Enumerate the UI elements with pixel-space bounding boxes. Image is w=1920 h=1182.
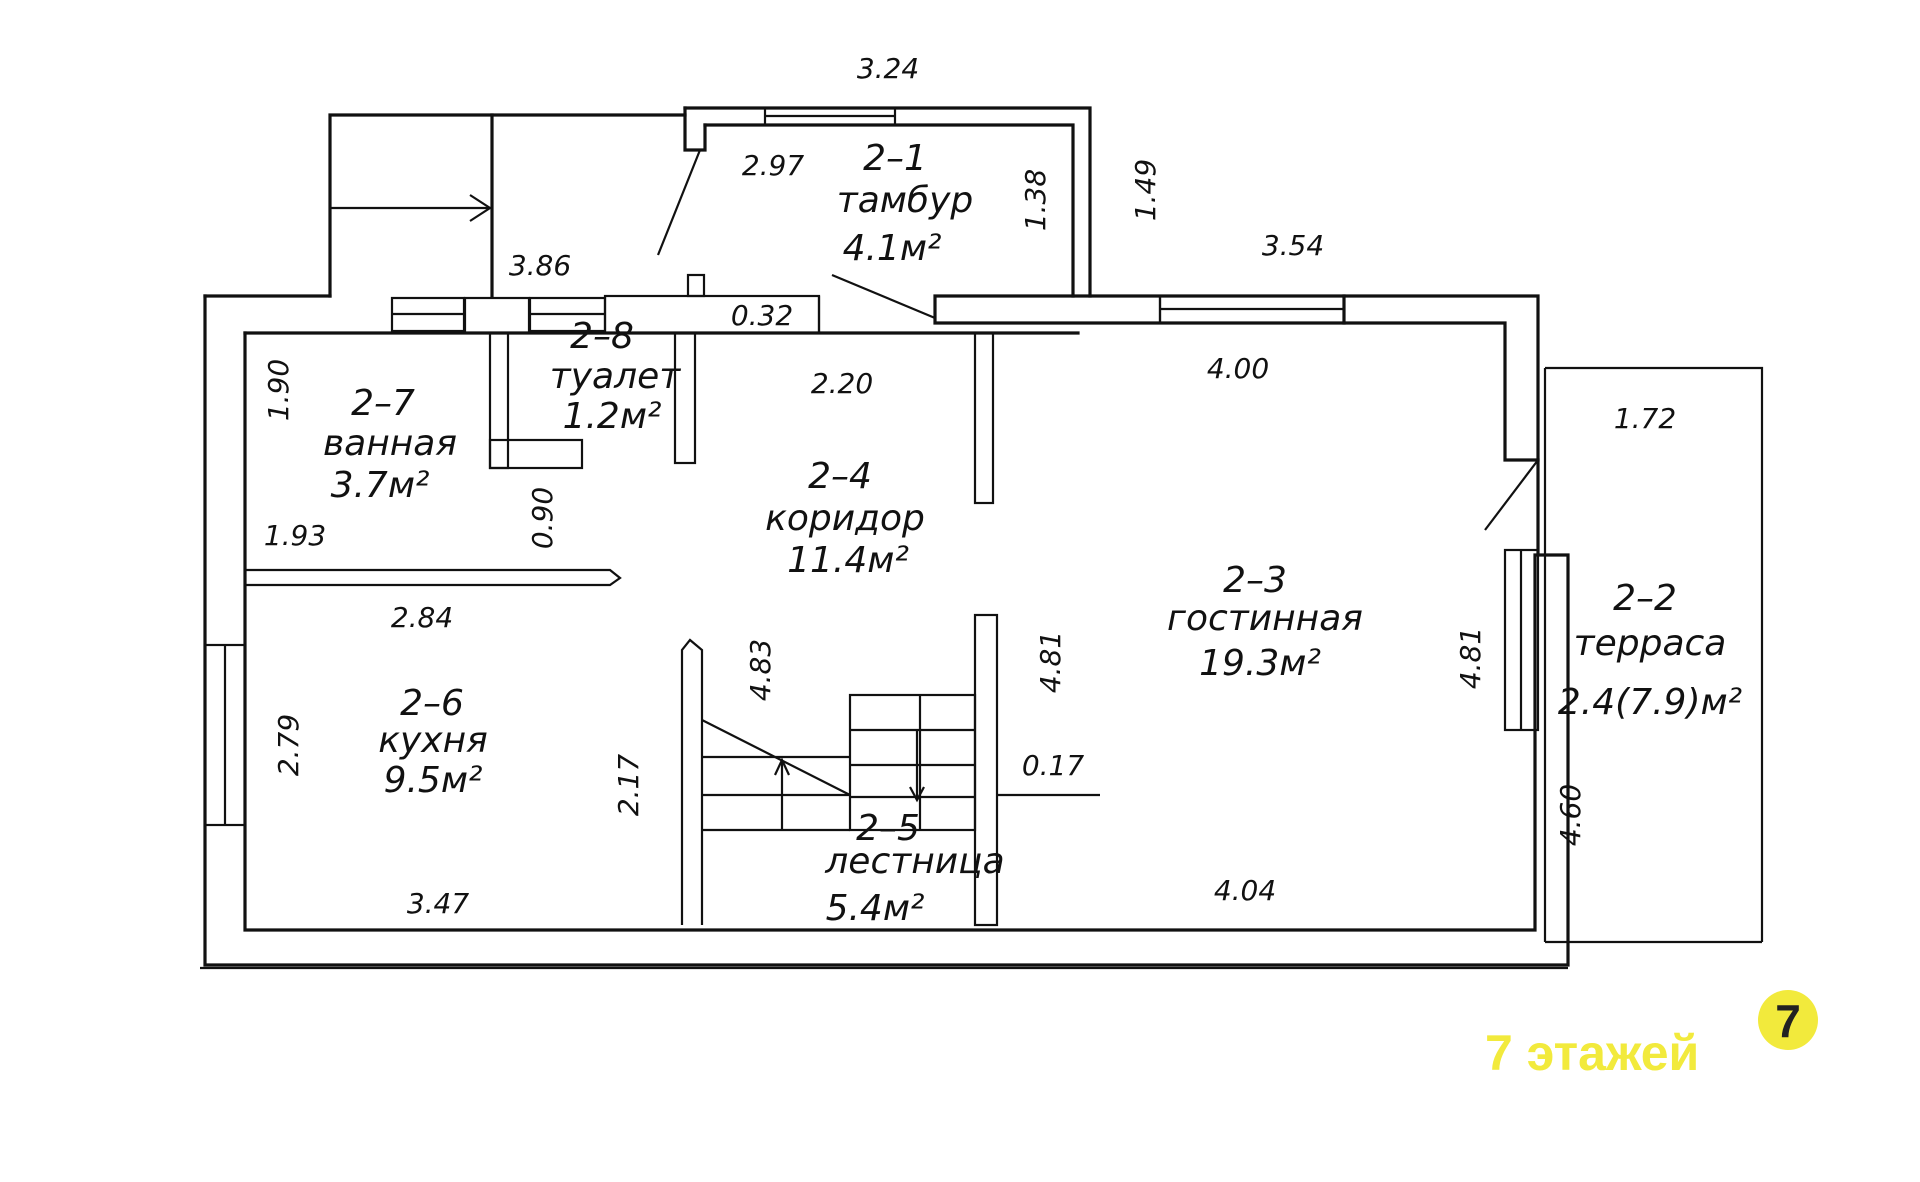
svg-text:4.81: 4.81 <box>1034 631 1067 693</box>
svg-text:ванная: ванная <box>323 423 457 464</box>
svg-text:2–2: 2–2 <box>1613 578 1677 619</box>
room-2-7: 2–7 ванная 3.7м² <box>323 383 457 506</box>
terrace <box>1484 366 1764 944</box>
wet-rooms <box>245 331 697 587</box>
svg-text:3.7м²: 3.7м² <box>331 465 430 506</box>
svg-text:терраса: терраса <box>1574 623 1727 664</box>
vestibule-walls <box>656 106 1540 505</box>
room-labels: 2–1 тамбур 4.1м² 2–2 терраса 2.4(7.9)м² … <box>323 138 1742 929</box>
room-2-2: 2–2 терраса 2.4(7.9)м² <box>1558 578 1742 723</box>
room-2-5: 2–5 лестница 5.4м² <box>824 808 1004 929</box>
svg-text:1.93: 1.93 <box>264 519 326 552</box>
svg-text:2–3: 2–3 <box>1223 560 1287 601</box>
vestibule-door <box>656 149 702 256</box>
svg-text:2.79: 2.79 <box>272 714 305 776</box>
svg-text:3.24: 3.24 <box>857 52 919 85</box>
svg-text:гостинная: гостинная <box>1167 598 1363 639</box>
svg-text:4.81: 4.81 <box>1454 627 1487 689</box>
brand-text: 7 этажей <box>1485 1025 1699 1081</box>
svg-text:2–5: 2–5 <box>856 808 920 849</box>
outer-walls <box>200 294 1570 970</box>
svg-text:2–6: 2–6 <box>400 683 464 724</box>
room-2-1: 2–1 тамбур 4.1м² <box>837 138 974 269</box>
stair-down-arrow-icon <box>909 786 925 803</box>
seven-logo-icon: 7 <box>1758 990 1818 1050</box>
svg-text:1.49: 1.49 <box>1129 159 1162 221</box>
svg-text:1.2м²: 1.2м² <box>563 396 662 437</box>
stair-block <box>680 613 1100 927</box>
svg-text:19.3м²: 19.3м² <box>1199 643 1321 684</box>
svg-text:1.38: 1.38 <box>1019 169 1052 231</box>
svg-text:2.20: 2.20 <box>811 367 873 400</box>
svg-text:лестница: лестница <box>824 841 1004 882</box>
svg-text:2.84: 2.84 <box>391 601 453 634</box>
room-2-6: 2–6 кухня 9.5м² <box>378 683 488 801</box>
svg-text:0.90: 0.90 <box>526 487 559 549</box>
stair-up-arrow-icon <box>774 757 790 776</box>
svg-text:9.5м²: 9.5м² <box>384 760 483 801</box>
outer-wall-line <box>203 294 1570 967</box>
svg-text:4.04: 4.04 <box>1214 874 1276 907</box>
room-2-4: 2–4 коридор 11.4м² <box>765 456 925 581</box>
svg-text:3.86: 3.86 <box>509 249 571 282</box>
svg-text:туалет: туалет <box>550 356 681 397</box>
room-2-3: 2–3 гостинная 19.3м² <box>1167 560 1363 684</box>
wall-block <box>463 296 531 335</box>
svg-text:2–8: 2–8 <box>570 316 634 357</box>
svg-text:11.4м²: 11.4м² <box>787 540 909 581</box>
svg-text:0.32: 0.32 <box>731 299 793 332</box>
porch <box>328 113 687 298</box>
svg-text:2.97: 2.97 <box>742 149 805 182</box>
entry-arrow-icon <box>469 194 493 222</box>
room-2-8: 2–8 туалет 1.2м² <box>550 316 681 437</box>
svg-text:3.47: 3.47 <box>407 887 470 920</box>
corridor-door <box>831 273 936 320</box>
svg-text:4.00: 4.00 <box>1207 352 1269 385</box>
svg-text:2.17: 2.17 <box>612 754 645 817</box>
svg-text:3.54: 3.54 <box>1262 229 1324 262</box>
inner-wall-line <box>243 331 1537 932</box>
svg-text:2.4(7.9)м²: 2.4(7.9)м² <box>1558 682 1742 723</box>
svg-text:коридор: коридор <box>765 498 925 539</box>
svg-text:кухня: кухня <box>378 720 488 761</box>
brand-watermark: 7 этажей 7 <box>1485 990 1818 1081</box>
svg-text:1.90: 1.90 <box>262 359 295 421</box>
svg-text:4.83: 4.83 <box>744 639 777 701</box>
svg-text:тамбур: тамбур <box>837 180 974 221</box>
svg-text:4.1м²: 4.1м² <box>843 228 942 269</box>
svg-text:5.4м²: 5.4м² <box>826 888 925 929</box>
svg-text:4.60: 4.60 <box>1554 784 1587 846</box>
dimension-labels: 3.24 2.97 1.38 1.49 3.86 3.54 0.32 2.20 … <box>262 52 1676 920</box>
svg-text:2–1: 2–1 <box>863 138 927 179</box>
svg-text:7: 7 <box>1775 995 1801 1047</box>
svg-text:1.72: 1.72 <box>1614 402 1676 435</box>
svg-text:2–7: 2–7 <box>351 383 415 424</box>
svg-text:0.17: 0.17 <box>1022 749 1085 782</box>
terrace-door <box>1484 459 1539 531</box>
svg-text:2–4: 2–4 <box>808 456 872 497</box>
